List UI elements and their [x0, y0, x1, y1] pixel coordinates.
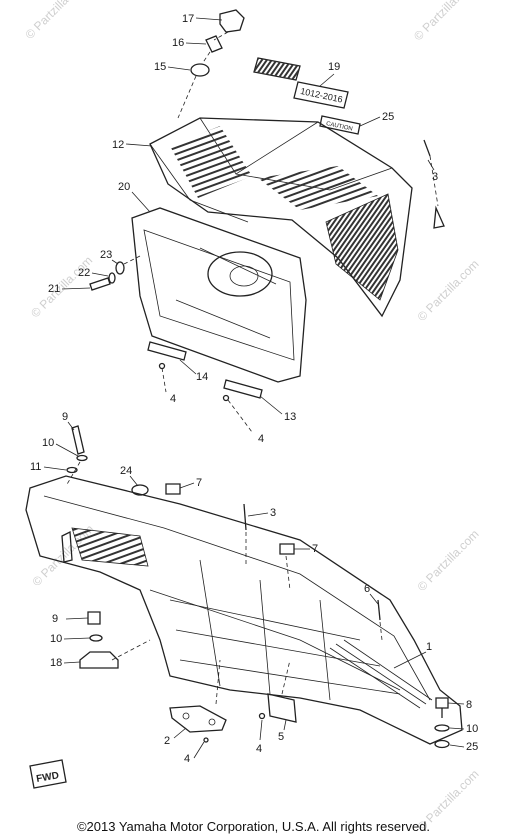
- callout-4-lower-right: 4: [256, 743, 262, 755]
- grommet-part-24: [131, 484, 149, 496]
- mounting-hardware-21-22-23: [89, 255, 141, 291]
- callout-7-lower: 7: [312, 543, 318, 555]
- bolt-set-8-10-25: [434, 697, 450, 749]
- callout-4-upper-left: 4: [170, 393, 176, 405]
- callout-2: 2: [164, 735, 170, 747]
- callout-3-upper: 3: [432, 171, 438, 183]
- watermark-top-right: © Partzilla.com: [411, 0, 478, 43]
- callout-25-upper: 25: [382, 111, 394, 123]
- callout-20: 20: [118, 181, 130, 193]
- stud-part-6: [377, 599, 383, 641]
- callout-7-upper: 7: [196, 477, 202, 489]
- callout-4-upper-right: 4: [258, 433, 264, 445]
- callout-1: 1: [426, 641, 432, 653]
- watermark-top-left: © Partzilla.com: [22, 0, 89, 42]
- callout-10-right: 10: [466, 723, 478, 735]
- bracket-part-13: [223, 379, 263, 399]
- bolt-part-3-lower: [243, 503, 247, 566]
- callout-12: 12: [112, 139, 124, 151]
- callout-15: 15: [154, 61, 166, 73]
- engine-cover-part-1: [25, 475, 463, 745]
- callout-4-lower-left: 4: [184, 753, 190, 765]
- bolt-part-7-upper: [165, 483, 181, 495]
- lower-assembly: FWD: [25, 425, 463, 789]
- small-plate-text: CAUTION: [325, 121, 353, 132]
- knob-part-17: [219, 9, 245, 33]
- plate-part-25: [319, 115, 361, 135]
- callout-25-lower: 25: [466, 741, 478, 753]
- watermark-mid-right: © Partzilla.com: [415, 257, 482, 324]
- pin-part-16: [205, 35, 223, 53]
- callout-16: 16: [172, 37, 184, 49]
- callout-10-lower: 10: [50, 633, 62, 645]
- bolt-part-3-upper: [423, 139, 445, 229]
- bracket-part-14: [147, 341, 187, 361]
- callout-6: 6: [364, 583, 370, 595]
- lower-callouts: 9 10 11 24 7 3 7 6 1 9 10 18 2 4 4 5 8 1…: [30, 411, 478, 765]
- callout-8: 8: [466, 699, 472, 711]
- callout-14: 14: [196, 371, 208, 383]
- label-plate-text: 1012-2016: [299, 86, 343, 105]
- copyright-notice: ©2013 Yamaha Motor Corporation, U.S.A. A…: [76, 819, 431, 834]
- bracket-part-2: [169, 659, 227, 743]
- bolt-set-9-10-18: [79, 611, 151, 669]
- callout-23: 23: [100, 249, 112, 261]
- watermarks: © Partzilla.com © Partzilla.com © Partzi…: [22, 0, 481, 834]
- airbox-part-20: [131, 207, 307, 383]
- upper-callouts: 17 16 15 19 25 12 3 20 23 22 21 14 4 13 …: [48, 13, 438, 445]
- fwd-mark-text: FWD: [35, 770, 59, 785]
- watermark-mid-left: © Partzilla.com: [28, 253, 95, 320]
- upper-assembly: 1012-2016 CAUTION: [89, 9, 445, 433]
- callout-19: 19: [328, 61, 340, 73]
- watermark-lower-right: © Partzilla.com: [415, 527, 482, 594]
- bolt-part-7-lower: [279, 543, 295, 555]
- callout-3-lower: 3: [270, 507, 276, 519]
- callout-13: 13: [284, 411, 296, 423]
- callout-17: 17: [182, 13, 194, 25]
- bracket-part-5: [258, 659, 297, 723]
- callout-22: 22: [78, 267, 90, 279]
- callout-21: 21: [48, 283, 60, 295]
- callout-9-upper: 9: [62, 411, 68, 423]
- callout-9-lower: 9: [52, 613, 58, 625]
- callout-11: 11: [30, 461, 41, 473]
- shroud-part-12: [149, 117, 413, 318]
- callout-18: 18: [50, 657, 62, 669]
- callout-24: 24: [120, 465, 132, 477]
- callout-10-upper: 10: [42, 437, 54, 449]
- bolt-set-9-10-11: [65, 425, 88, 487]
- callout-5: 5: [278, 731, 284, 743]
- grommet-part-15: [190, 63, 210, 77]
- fwd-mark: FWD: [29, 759, 67, 789]
